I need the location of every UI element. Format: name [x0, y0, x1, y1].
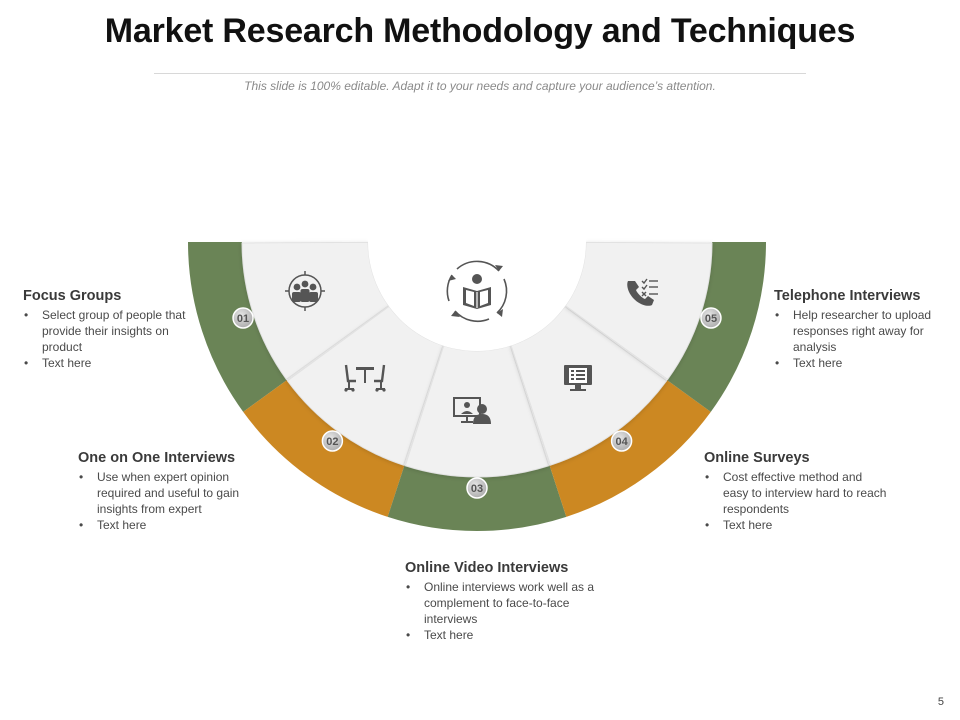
number-badge-circle [700, 307, 722, 329]
number-badge-label: 04 [615, 436, 628, 448]
phone-checklist-icon [627, 278, 658, 306]
number-badge-02: 02 [321, 430, 344, 452]
number-badge-label: 02 [326, 436, 338, 448]
focus-groups-title: Focus Groups [23, 288, 122, 304]
team-meeting-icon [285, 271, 325, 311]
online-surveys-bullet-1: Cost effective method and easy to interv… [704, 469, 889, 517]
telephone-interviews-title: Telephone Interviews [774, 288, 921, 304]
inner-segments [241, 241, 713, 478]
online-form-icon [564, 365, 592, 391]
online-surveys-block: Online Surveys Cost effective method and… [704, 450, 889, 533]
telephone-interviews-block: Telephone Interviews Help researcher to … [774, 288, 944, 371]
number-badge-label: 01 [237, 313, 249, 325]
video-interviews-block: Online Video Interviews Online interview… [405, 560, 595, 643]
telephone-interviews-bullet-1: Help researcher to upload responses righ… [774, 307, 944, 355]
online-surveys-bullet-2: Text here [704, 517, 889, 533]
online-surveys-title: Online Surveys [704, 450, 810, 466]
number-badge-circle [466, 477, 488, 499]
one-on-one-bullet-1: Use when expert opinion required and use… [78, 469, 263, 517]
telephone-interviews-bullet-2: Text here [774, 355, 944, 371]
number-badge-circle [610, 430, 633, 452]
page-number: 5 [937, 696, 944, 708]
number-badge-circle [232, 307, 254, 329]
one-on-one-title: One on One Interviews [78, 450, 236, 466]
title-divider [154, 73, 806, 74]
number-badge-label: 03 [471, 483, 483, 495]
video-interviews-bullet-1: Online interviews work well as a complem… [405, 579, 595, 627]
video-interviews-title: Online Video Interviews [405, 560, 569, 576]
number-badge-label: 05 [705, 313, 717, 325]
number-badge-04: 04 [610, 430, 633, 452]
number-badge-01: 01 [232, 307, 254, 329]
center-disc [368, 133, 586, 351]
desk-chairs-icon [344, 364, 386, 392]
number-badges: 01 02 03 04 05 [232, 307, 722, 499]
number-badge-circle [321, 430, 344, 452]
one-on-one-block: One on One Interviews Use when expert op… [78, 450, 263, 533]
video-interviews-bullet-2: Text here [405, 627, 595, 643]
page-title: Market Research Methodology and Techniqu… [104, 12, 856, 50]
page-subtitle: This slide is 100% editable. Adapt it to… [244, 79, 716, 93]
one-on-one-bullet-2: Text here [78, 517, 263, 533]
focus-groups-block: Focus Groups Select group of people that… [23, 288, 193, 371]
ring-segment-04 [549, 380, 711, 517]
number-badge-05: 05 [700, 307, 722, 329]
ring-segment-02 [243, 380, 405, 517]
number-badge-03: 03 [466, 477, 488, 499]
focus-groups-bullet-2: Text here [23, 355, 193, 371]
focus-groups-bullet-1: Select group of people that provide thei… [23, 307, 193, 355]
video-call-icon [453, 397, 491, 424]
reader-cycle-icon [446, 260, 508, 323]
